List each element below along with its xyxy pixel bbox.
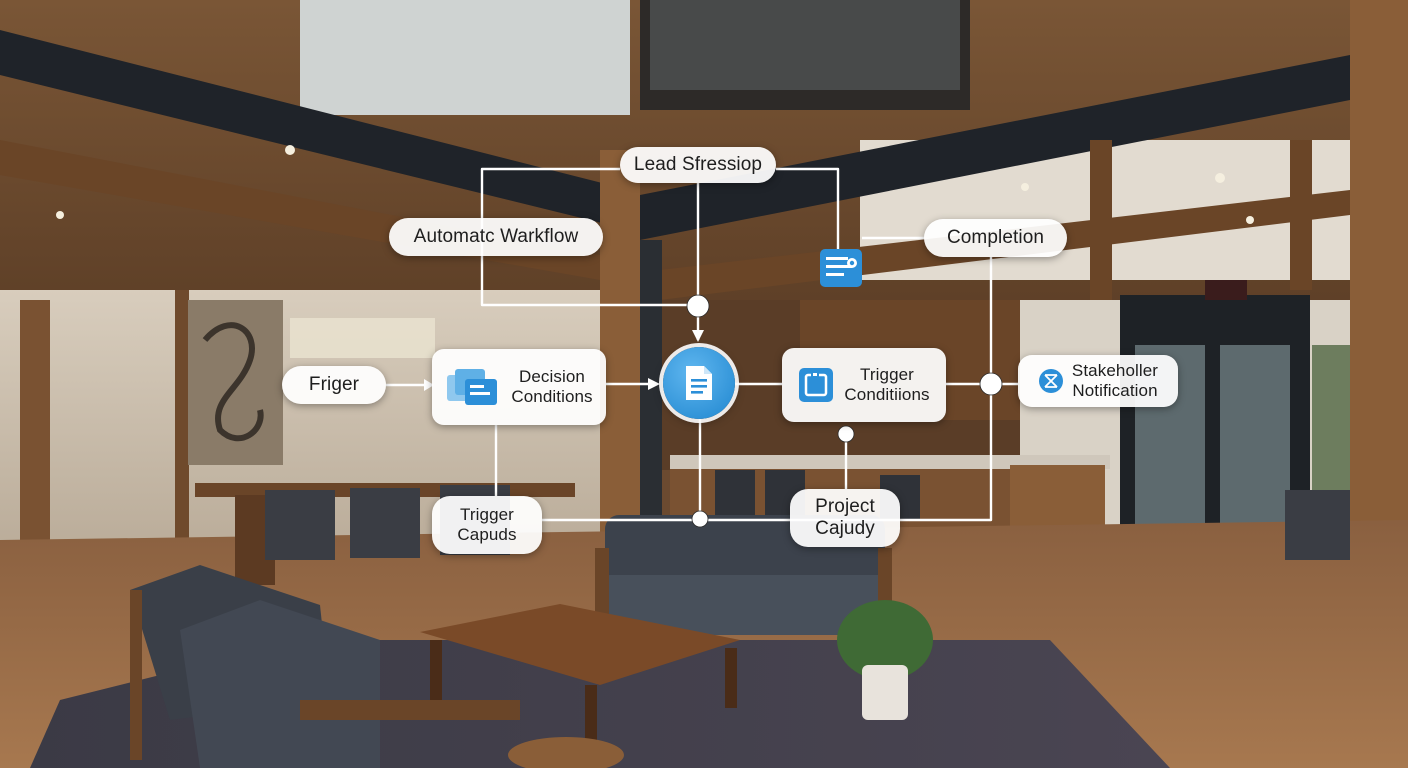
node-trigger-conditions[interactable]: Trigger Conditiions [782,348,946,422]
node-completion[interactable]: Completion [924,219,1067,257]
junction-dot-trigger [837,425,855,443]
arrowhead-friger [424,379,434,391]
junction-dot-bottom [691,510,709,528]
hub-document-node[interactable] [663,347,735,419]
junction-dot-top [686,294,710,318]
node-stakeholder-notification-label: Stakeholler Notification [1071,361,1159,400]
node-automatic-workflow-label: Automatc Warkflow [413,226,579,247]
node-lead[interactable]: Lead Sfressiop [620,147,776,183]
node-project-cajudy[interactable]: Project Cajudy [790,489,900,547]
arrowhead-decision-hub [648,378,660,390]
document-icon [686,366,712,400]
checklist-icon [820,249,862,287]
junction-dot-right [979,372,1003,396]
node-friger[interactable]: Friger [282,366,386,404]
node-trigger-capuds-label: Trigger Capuds [457,505,517,544]
node-decision-conditions-label: Decision Conditions [511,367,593,406]
node-automatic-workflow[interactable]: Automatc Warkflow [389,218,603,256]
node-trigger-capuds[interactable]: Trigger Capuds [432,496,542,554]
stacked-cards-icon [447,369,498,405]
node-project-cajudy-label: Project Cajudy [815,496,875,539]
node-lead-label: Lead Sfressiop [633,154,763,175]
node-decision-conditions[interactable]: Decision Conditions [432,349,606,425]
node-stakeholder-notification[interactable]: Stakeholler Notification [1018,355,1178,407]
node-trigger-conditions-label: Trigger Conditiions [844,365,930,404]
frame-icon [799,368,834,402]
arrowhead-hub-top [692,330,704,342]
checklist-node[interactable] [819,248,863,288]
node-friger-label: Friger [308,374,360,395]
node-completion-label: Completion [946,227,1045,248]
network-icon [1038,369,1063,393]
line-lead-right [776,167,840,250]
